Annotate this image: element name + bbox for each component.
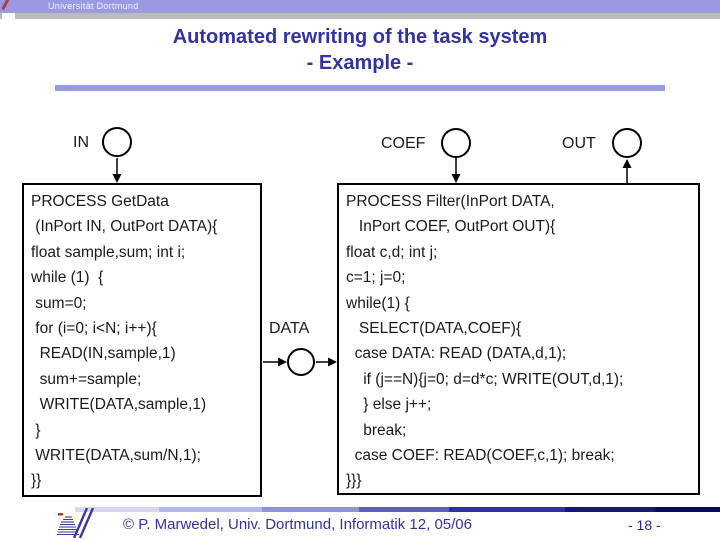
port-label-out: OUT bbox=[562, 135, 596, 152]
code-line: for (i=0; i<N; i++){ bbox=[31, 320, 157, 338]
code-line: }} bbox=[31, 472, 42, 490]
port-circle-in bbox=[102, 127, 132, 157]
code-line: float sample,sum; int i; bbox=[31, 243, 186, 261]
process-box-filter: PROCESS Filter(InPort DATA, InPort COEF,… bbox=[337, 183, 700, 495]
port-circle-data bbox=[287, 348, 315, 376]
arrow-in-to-getdata bbox=[112, 158, 122, 183]
page-number: - 18 - bbox=[628, 517, 661, 533]
header-divider bbox=[0, 13, 720, 19]
code-line: WRITE(DATA,sample,1) bbox=[31, 396, 207, 414]
header-bar bbox=[0, 0, 720, 13]
code-line: PROCESS Filter(InPort DATA, bbox=[346, 193, 555, 210]
arrow-filter-to-out bbox=[622, 159, 632, 183]
footer-gradient-rule bbox=[75, 507, 720, 512]
code-line: if (j==N){j=0; d=d*c; WRITE(OUT,d,1); bbox=[346, 370, 624, 388]
code-line: WRITE(DATA,sum/N,1); bbox=[31, 447, 201, 465]
informatik12-logo-icon bbox=[57, 508, 95, 538]
code-line: while(1) { bbox=[346, 294, 410, 312]
code-line: SELECT(DATA,COEF){ bbox=[346, 320, 522, 338]
arrow-coef-to-filter bbox=[451, 158, 461, 183]
code-line: READ(IN,sample,1) bbox=[31, 345, 176, 363]
port-label-coef: COEF bbox=[381, 135, 426, 152]
code-line: case COEF: READ(COEF,c,1); break; bbox=[346, 447, 615, 465]
process-box-getdata: PROCESS GetData (InPort IN, OutPort DATA… bbox=[22, 183, 262, 497]
code-line: }}} bbox=[346, 472, 362, 490]
code-line: } else j++; bbox=[346, 396, 432, 414]
code-line: PROCESS GetData bbox=[31, 193, 169, 210]
copyright-text: © P. Marwedel, Univ. Dortmund, Informati… bbox=[123, 516, 472, 533]
code-line: (InPort IN, OutPort DATA){ bbox=[31, 218, 218, 236]
corner-square bbox=[2, 13, 15, 25]
institution-name: Universität Dortmund bbox=[48, 1, 139, 11]
code-line: float c,d; int j; bbox=[346, 243, 438, 261]
code-line: c=1; j=0; bbox=[346, 269, 406, 287]
title-underline-rule bbox=[55, 85, 665, 91]
code-line: InPort COEF, OutPort OUT){ bbox=[346, 218, 556, 236]
slide-title-line1: Automated rewriting of the task system bbox=[172, 26, 548, 48]
arrow-getdata-to-data bbox=[263, 357, 287, 367]
code-line: } bbox=[31, 421, 41, 439]
slide-title: Automated rewriting of the task system -… bbox=[0, 24, 720, 76]
code-line: while (1) { bbox=[31, 269, 104, 287]
port-label-data: DATA bbox=[269, 320, 310, 337]
port-circle-coef bbox=[441, 128, 471, 158]
code-line: sum+=sample; bbox=[31, 370, 142, 388]
slide-title-line2: - Example - bbox=[306, 52, 414, 74]
code-line: case DATA: READ (DATA,d,1); bbox=[346, 345, 567, 363]
arrow-data-to-filter bbox=[316, 357, 337, 367]
port-label-in: IN bbox=[73, 134, 89, 151]
code-line: sum=0; bbox=[31, 294, 87, 312]
port-circle-out bbox=[612, 128, 642, 158]
code-line: break; bbox=[346, 421, 407, 439]
